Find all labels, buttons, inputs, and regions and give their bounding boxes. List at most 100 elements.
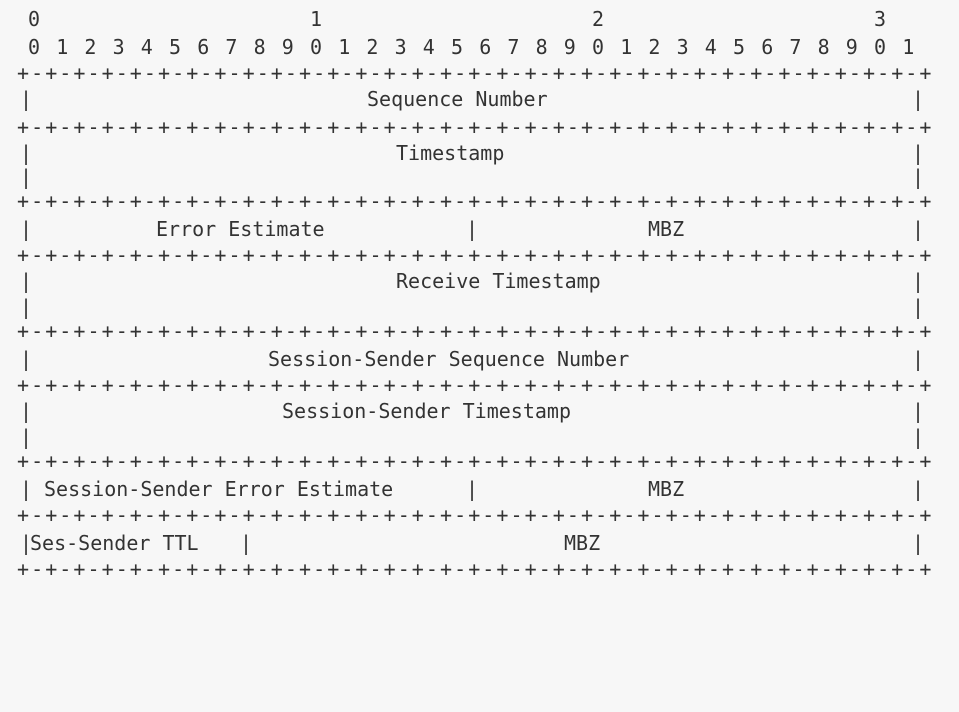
- border-plus: +: [270, 115, 283, 139]
- border-plus: +: [919, 61, 932, 85]
- bit-unit-17: 7: [507, 35, 520, 59]
- border-dash: -: [679, 243, 692, 267]
- field-row-timestamp: | Timestamp |: [0, 140, 924, 166]
- border-dash: -: [454, 243, 467, 267]
- border-plus: +: [440, 189, 453, 213]
- border-dash: -: [566, 61, 579, 85]
- border-dash: -: [87, 61, 100, 85]
- border-plus: +: [722, 243, 735, 267]
- border-plus: +: [524, 557, 537, 581]
- border-dash: -: [820, 449, 833, 473]
- border-plus: +: [722, 503, 735, 527]
- border-dash: -: [623, 503, 636, 527]
- border-dash: -: [284, 243, 297, 267]
- border-plus: +: [609, 373, 622, 397]
- border-dash: -: [172, 61, 185, 85]
- border-dash: -: [31, 243, 44, 267]
- border-plus: +: [440, 503, 453, 527]
- border-dash: -: [425, 557, 438, 581]
- border-plus: +: [468, 189, 481, 213]
- bit-unit-12: 2: [366, 35, 379, 59]
- border-dash: -: [736, 503, 749, 527]
- border-dash: -: [313, 189, 326, 213]
- border-plus: +: [101, 557, 114, 581]
- border-dash: -: [200, 243, 213, 267]
- border-plus: +: [552, 449, 565, 473]
- border-plus: +: [722, 557, 735, 581]
- border-plus: +: [524, 319, 537, 343]
- border-dash: -: [115, 61, 128, 85]
- border-plus: +: [581, 243, 594, 267]
- border-dash: -: [623, 61, 636, 85]
- border-dash: -: [313, 449, 326, 473]
- border-dash: -: [566, 557, 579, 581]
- border-plus: +: [693, 243, 706, 267]
- border-plus: +: [693, 373, 706, 397]
- border-plus: +: [411, 319, 424, 343]
- border-plus: +: [327, 61, 340, 85]
- border-plus: +: [722, 373, 735, 397]
- border-plus: +: [919, 373, 932, 397]
- border-plus: +: [891, 557, 904, 581]
- border-plus: +: [129, 115, 142, 139]
- border-dash: -: [87, 243, 100, 267]
- border-plus: +: [637, 373, 650, 397]
- border-dash: -: [764, 115, 777, 139]
- border-plus: +: [750, 61, 763, 85]
- border-dash: -: [256, 319, 269, 343]
- field-row-sender-sequence-number: | Session-Sender Sequence Number |: [0, 346, 924, 372]
- border-dash: -: [848, 61, 861, 85]
- border-dash: -: [736, 115, 749, 139]
- border-plus: +: [524, 449, 537, 473]
- border-dash: -: [256, 373, 269, 397]
- border-plus: +: [355, 503, 368, 527]
- border-plus: +: [750, 243, 763, 267]
- border-dash: -: [736, 557, 749, 581]
- border-plus: +: [468, 503, 481, 527]
- border-dash: -: [115, 115, 128, 139]
- bit-unit-24: 4: [704, 35, 717, 59]
- border-plus: +: [863, 449, 876, 473]
- border-dash: -: [256, 557, 269, 581]
- border-plus: +: [73, 243, 86, 267]
- border-plus: +: [383, 61, 396, 85]
- border-dash: -: [482, 319, 495, 343]
- border-plus: +: [186, 319, 199, 343]
- border-dash: -: [538, 557, 551, 581]
- border-dash: -: [538, 115, 551, 139]
- border-dash: -: [341, 449, 354, 473]
- border-dash: -: [59, 449, 72, 473]
- border-dash: -: [87, 557, 100, 581]
- border-plus: +: [299, 557, 312, 581]
- border-dash: -: [454, 373, 467, 397]
- border-dash: -: [820, 61, 833, 85]
- border-dash: -: [284, 115, 297, 139]
- bit-unit-8: 8: [253, 35, 266, 59]
- border-dash: -: [848, 503, 861, 527]
- border-dash: -: [228, 189, 241, 213]
- border-plus: +: [270, 243, 283, 267]
- border-plus: +: [609, 189, 622, 213]
- border-dash: -: [425, 115, 438, 139]
- border-plus: +: [581, 373, 594, 397]
- border-plus: +: [919, 319, 932, 343]
- border-dash: -: [397, 373, 410, 397]
- border-dash: -: [538, 189, 551, 213]
- border-plus: +: [750, 557, 763, 581]
- border-plus: +: [214, 503, 227, 527]
- border-plus: +: [806, 61, 819, 85]
- border-plus: +: [919, 449, 932, 473]
- border-plus: +: [834, 243, 847, 267]
- border-plus: +: [524, 373, 537, 397]
- border-plus: +: [242, 243, 255, 267]
- border-plus: +: [17, 319, 30, 343]
- border-plus: +: [242, 61, 255, 85]
- border-plus: +: [693, 557, 706, 581]
- field-label-mbz: MBZ: [648, 217, 685, 241]
- border-dash: -: [31, 503, 44, 527]
- border-dash: -: [143, 115, 156, 139]
- border-dash: -: [200, 373, 213, 397]
- border-dash: -: [566, 115, 579, 139]
- field-row-sender-ttl: | Ses-Sender TTL | MBZ |: [0, 530, 924, 556]
- border-plus: +: [158, 557, 171, 581]
